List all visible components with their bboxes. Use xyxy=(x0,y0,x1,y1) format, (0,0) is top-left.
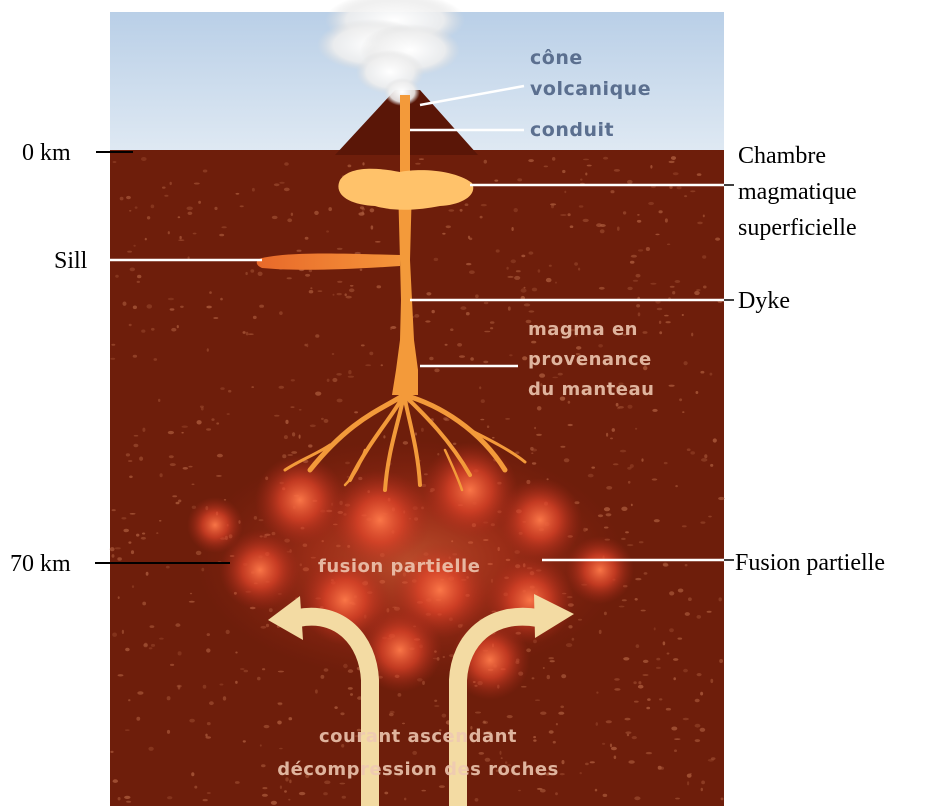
fusion-inner-label: fusion partielle xyxy=(318,556,480,577)
depth-0-label: 0 km xyxy=(22,140,71,166)
fusion-outer-label: Fusion partielle xyxy=(735,550,885,576)
magma-label-line2: provenance xyxy=(528,349,652,370)
cone-label-line1: cône xyxy=(530,47,583,69)
sill xyxy=(257,253,400,269)
magma-label-line3: du manteau xyxy=(528,379,654,400)
current-label-line1: courant ascendant xyxy=(319,726,517,747)
magma-chamber xyxy=(338,169,473,210)
chambre-label-line3: superficielle xyxy=(738,215,857,241)
conduit-label: conduit xyxy=(530,119,614,141)
sill-label: Sill xyxy=(54,248,88,274)
dyke-label: Dyke xyxy=(738,288,790,314)
magma-label-line1: magma en xyxy=(528,319,638,340)
depth-70-label: 70 km xyxy=(10,551,71,577)
chambre-label-line1: Chambre xyxy=(738,143,826,169)
current-label-line2: décompression des roches xyxy=(277,759,559,780)
chambre-label-line2: magmatique xyxy=(738,179,857,205)
cone-label-line2: volcanique xyxy=(530,78,651,100)
